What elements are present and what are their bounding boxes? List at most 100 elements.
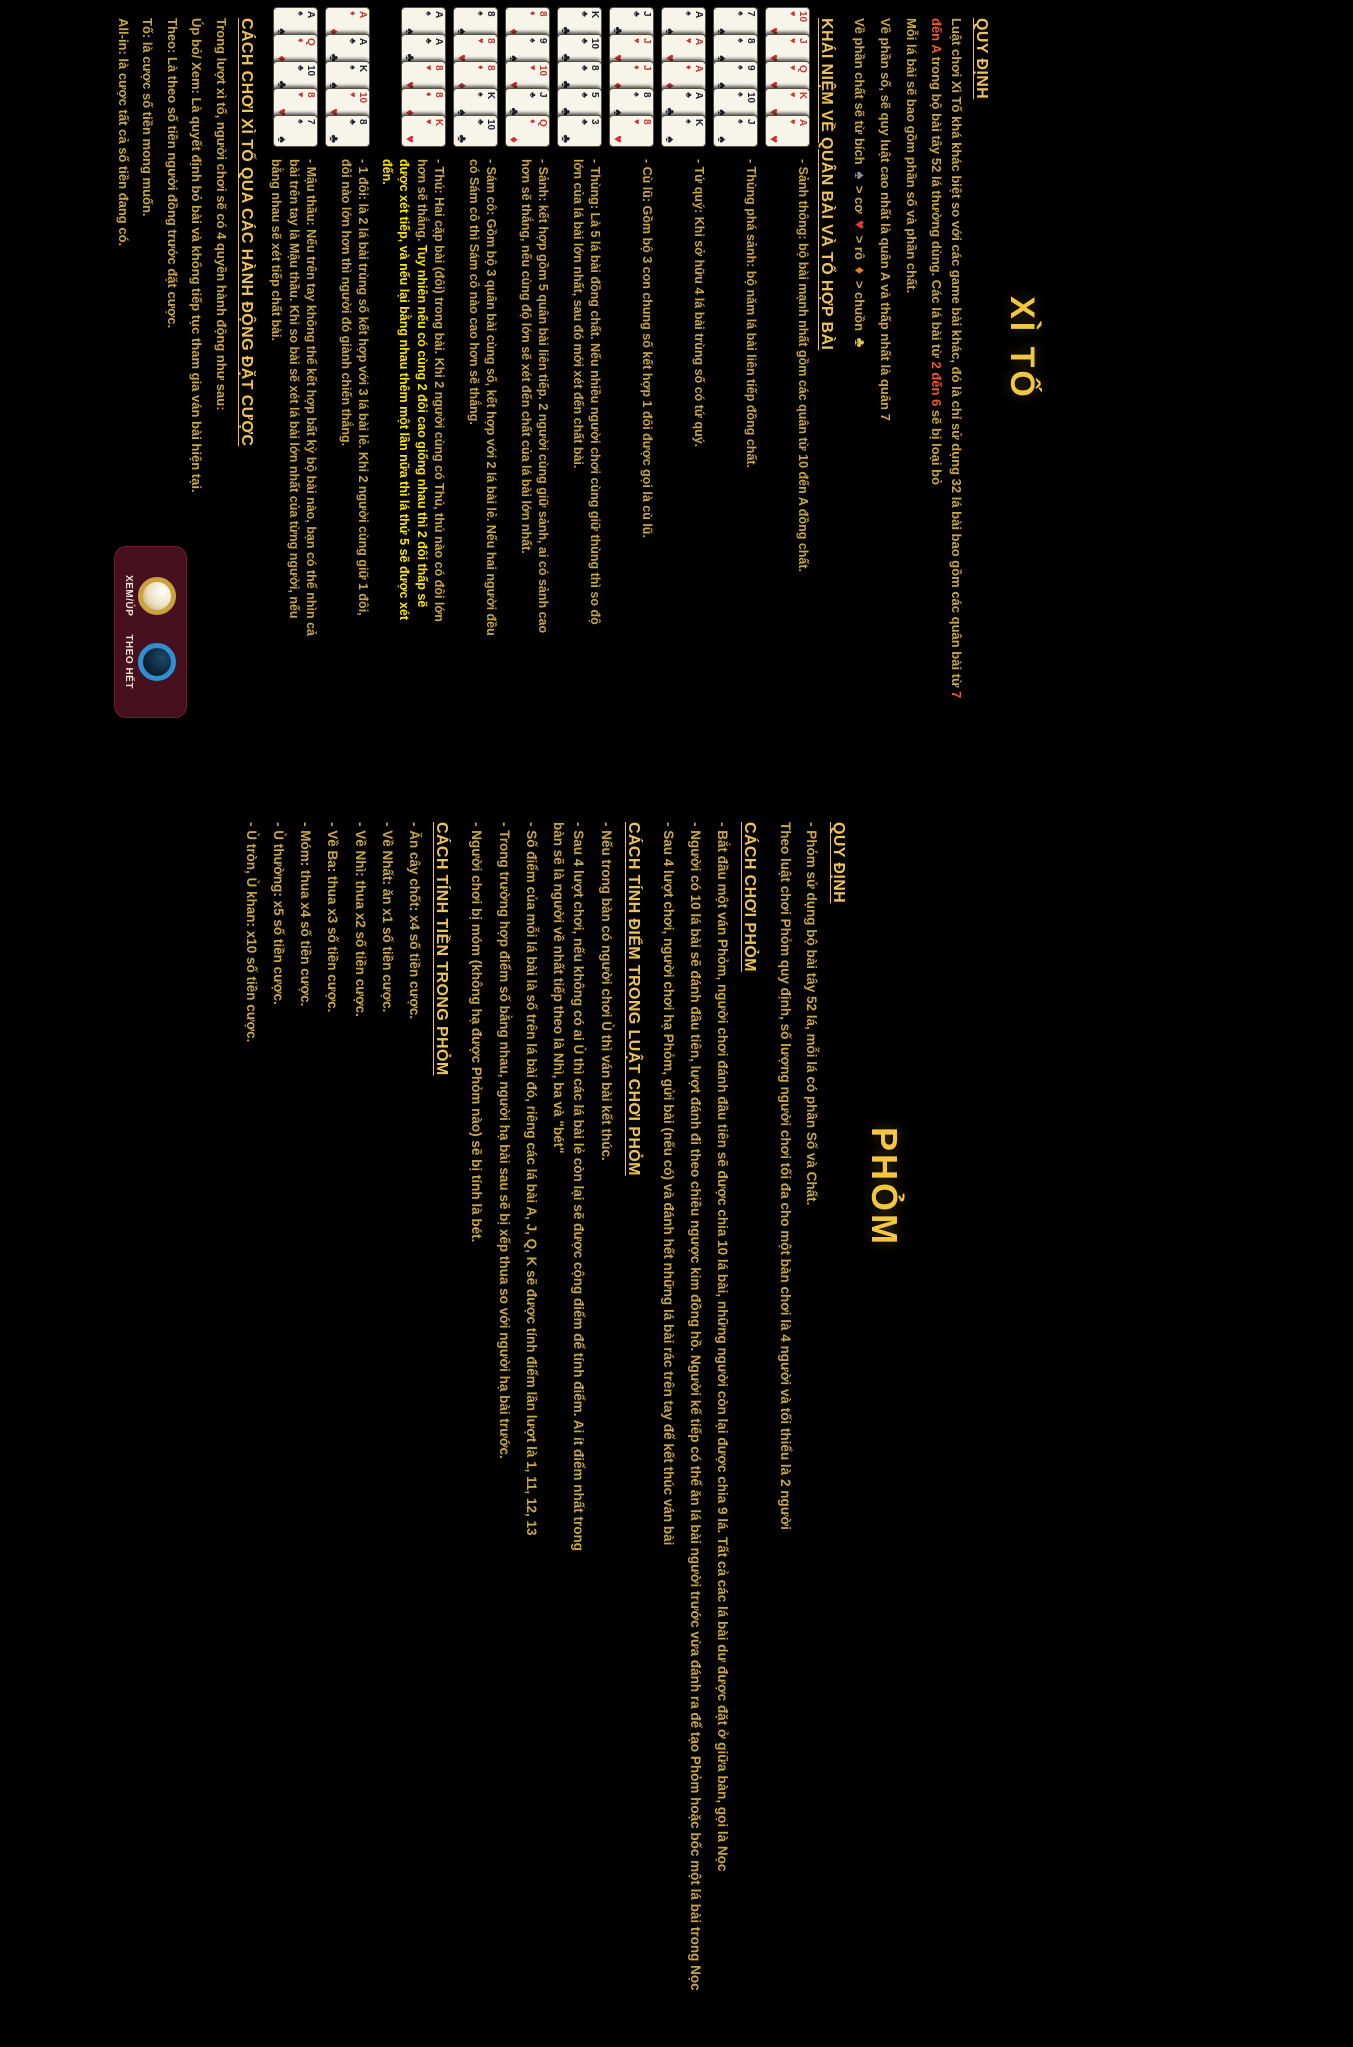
playing-card: 8 ♥ ♥ [609, 115, 655, 147]
card-suit-icon: ♥ [684, 38, 695, 44]
card-rank: A [693, 11, 705, 19]
hand-row: A ♠ ♠ A ♣ ♣ 8 [378, 7, 448, 722]
suit-icon: ♥ [851, 220, 868, 230]
card-rank: Q [537, 119, 549, 127]
card-pip-icon: ♠ [715, 136, 731, 143]
card-fan: A ♦ ♦ A ♣ ♣ K [325, 7, 372, 147]
card-rank: J [745, 119, 757, 125]
card-pip-icon: ♣ [455, 134, 471, 143]
xem-up-control: XEM/ÚP [123, 575, 176, 616]
suit-icon: ♠ [851, 171, 868, 180]
phom-money-line: - Về Nhất: ăn x1 số tiền cược. [380, 822, 395, 1013]
hand-row: 8 ♦ ♦ 9 ♠ ♠ 10 [505, 7, 552, 722]
card-rank: K [357, 65, 369, 73]
card-rank: J [797, 38, 809, 44]
card-rank: K [797, 92, 809, 100]
card-suit-icon: ♣ [580, 119, 591, 125]
suit-icon: ♣ [851, 337, 868, 348]
hand-description: - Thùng: Là 5 lá bài đồng chất. Nếu nhiề… [569, 159, 604, 637]
xito-rules-heading: QUY ĐỊNH [973, 18, 990, 100]
card-rank: 10 [797, 11, 809, 23]
hand-description: - Thú: Hai cặp bài (đôi) trong bài. Khi … [378, 159, 448, 637]
card-suit-icon: ♣ [684, 92, 695, 98]
phom-score-line: - Trong trường hợp điểm số bằng nhau, ng… [496, 822, 512, 1459]
suit-name: rô [852, 246, 867, 264]
card-rank: 10 [537, 65, 549, 77]
hand-row: 8 ♠ ♠ 8 ♥ ♥ 8 [453, 7, 500, 722]
card-suit-icon: ♥ [476, 38, 487, 44]
card-suit-icon: ♣ [632, 11, 643, 17]
phom-play-line: - Bắt đầu một ván Phỏm, người chơi đánh … [715, 822, 731, 1872]
theo-het-button[interactable] [138, 642, 176, 681]
card-rank: 8 [641, 92, 653, 98]
hand-description: - Tứ quý: Khi sở hữu 4 lá bài trùng số c… [690, 159, 708, 637]
card-rank: Q [797, 65, 809, 73]
betting-action-line: Trong lượt xì tố, người chơi sẽ có 4 quy… [214, 18, 229, 411]
xito-suit-order: Về phần chất sẽ từ bích ♠ > cơ ♥ > rô ♦ … [848, 18, 871, 722]
card-suit-icon: ♥ [296, 92, 307, 98]
phom-play-list: - Bắt đầu một ván Phỏm, người chơi đánh … [658, 822, 733, 2042]
theo-het-control: THEO HẾT [123, 634, 176, 689]
card-rank: K [589, 11, 601, 19]
phom-play-line: - Người có 10 lá bài sẽ đánh đầu tiên, l… [688, 822, 704, 1991]
playing-card: 10 ♣ ♣ [453, 115, 499, 147]
xito-intro: Luật chơi Xì Tố khá khác biệt so với các… [927, 18, 966, 710]
card-pip-icon: ♠ [663, 136, 679, 143]
phom-money-heading: CÁCH TÍNH TIỀN TRONG PHỎM [433, 822, 451, 1076]
card-rank: 8 [485, 65, 497, 71]
card-suit-icon: ♠ [736, 119, 747, 124]
card-rank: 10 [305, 65, 317, 77]
card-rank: 8 [357, 119, 369, 125]
card-suit-icon: ♦ [684, 65, 695, 70]
xito-column: XÌ TỐ QUY ĐỊNH Luật chơi Xì Tố khá khác … [109, 7, 1041, 722]
phom-money-line: - Ù tròn, Ù khan: x10 số tiền cược. [243, 822, 259, 1043]
betting-action-line: Úp bỏ/ Xem: Là quyết định bỏ bài và khôn… [189, 18, 205, 493]
card-suit-icon: ♥ [788, 38, 799, 44]
betting-action-line: Theo: Là theo số tiền người đồng trước đ… [165, 18, 180, 329]
suit-separator: > [852, 182, 867, 198]
hand-description-text: - 1 đôi: là 2 lá bài trùng số kết hợp vớ… [339, 159, 371, 616]
card-suit-icon: ♣ [348, 119, 359, 125]
xem-up-button[interactable] [138, 576, 176, 615]
card-rank: 8 [589, 65, 601, 71]
card-rank: A [357, 38, 369, 46]
phom-money-line: - Về Ba: thua x3 số tiền cược. [325, 822, 341, 1013]
card-suit-icon: ♣ [580, 92, 591, 98]
card-rank: 8 [433, 65, 445, 71]
card-rank: 8 [485, 11, 497, 17]
card-suit-icon: ♣ [424, 38, 435, 44]
phom-score-line: - Nếu trong bàn có người chơi Ù thì ván … [598, 822, 614, 1161]
xito-note-structure: Mỗi lá bài sẽ bao gồm phần số và phần ch… [904, 18, 919, 294]
hand-row: A ♦ ♦ A ♣ ♣ K [325, 7, 372, 722]
betting-action-line: All-in: là cược tất cả số tiền đang có. [116, 18, 131, 247]
card-suit-icon: ♦ [632, 65, 643, 70]
phom-play-heading: CÁCH CHƠI PHỎM [741, 822, 759, 972]
intro-segment: trong bộ bài tây 52 lá thường dùng. Các … [929, 53, 945, 362]
card-suit-icon: ♠ [476, 11, 487, 16]
playing-card: K ♠ ♠ [661, 115, 707, 147]
card-rank: 5 [589, 92, 601, 98]
card-rank: 10 [745, 92, 757, 104]
xito-actions-heading: CÁCH CHƠI XÌ TỐ QUA CÁC HÀNH ĐỘNG ĐẶT CƯ… [238, 18, 255, 447]
card-fan: 8 ♠ ♠ 8 ♥ ♥ 8 [453, 7, 500, 147]
phom-money-line: - Ù thường: x5 số tiền cược. [271, 822, 286, 1005]
card-fan: K ♣ ♣ 10 ♣ ♣ 8 [557, 7, 604, 147]
card-fan: J ♣ ♣ J ♥ ♥ J [609, 7, 656, 147]
bet-buttons-illustration: XEM/ÚP THEO HẾT [114, 546, 187, 718]
card-suit-icon: ♠ [476, 92, 487, 97]
phom-play-line: - Sau 4 lượt chơi, người chơi hạ Phỏm, g… [661, 822, 676, 1546]
card-rank: J [537, 92, 549, 98]
card-rank: 10 [485, 119, 497, 131]
playing-card: 3 ♣ ♣ [557, 115, 603, 147]
hand-description: - Cù lũ: Gồm bộ 3 con chung số kết hợp 1… [638, 159, 656, 637]
card-suit-icon: ♠ [528, 38, 539, 43]
phom-rule-line: Theo luật chơi Phỏm quy định, số lượng n… [777, 822, 793, 1530]
card-rank: K [433, 119, 445, 127]
card-rank: K [485, 92, 497, 100]
card-suit-icon: ♣ [580, 38, 591, 44]
card-suit-icon: ♠ [736, 92, 747, 97]
card-fan: A ♠ ♠ A ♥ ♥ A [661, 7, 708, 147]
card-suit-icon: ♠ [348, 65, 359, 70]
xito-title: XÌ TỐ [1003, 296, 1041, 400]
